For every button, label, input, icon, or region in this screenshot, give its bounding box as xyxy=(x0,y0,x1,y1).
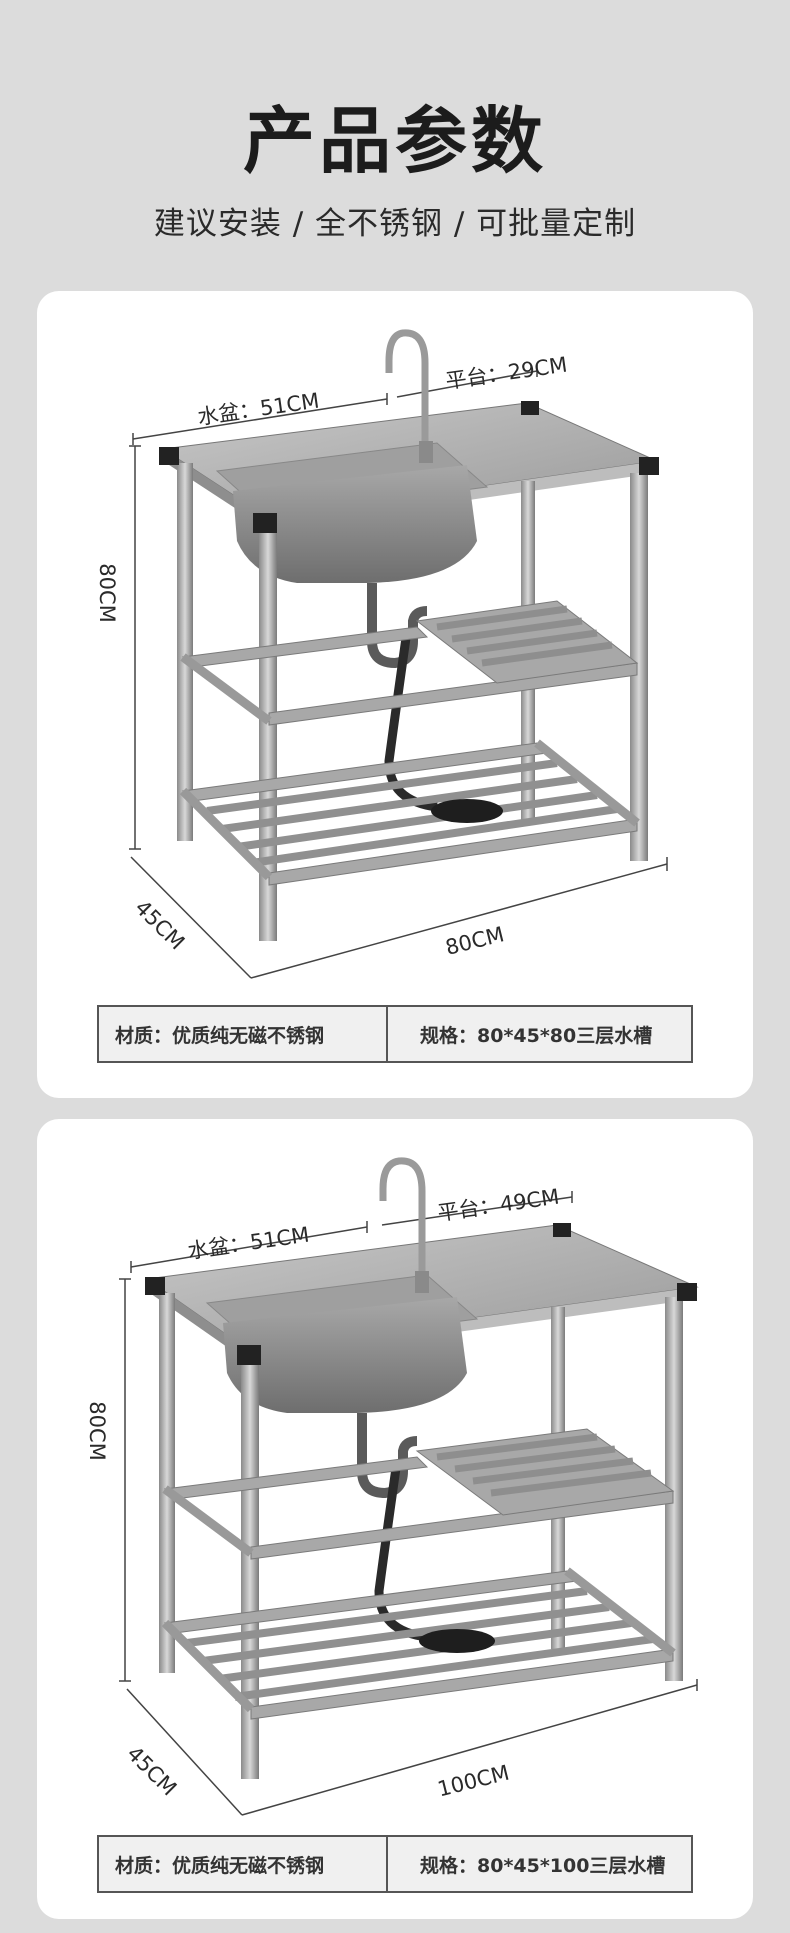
spec-table: 材质：优质纯无磁不锈钢 规格：80*45*100三层水槽 xyxy=(97,1835,693,1893)
height-label: 80CM xyxy=(84,1401,109,1461)
product-card-2: 水盆：51CM 平台：49CM 80CM 45CM 100CM 材质：优质纯无磁… xyxy=(37,1119,753,1919)
sink-illustration xyxy=(129,329,668,979)
material-cell: 材质：优质纯无磁不锈钢 xyxy=(115,1854,325,1877)
height-label: 80CM xyxy=(94,563,119,623)
material-cell: 材质：优质纯无磁不锈钢 xyxy=(115,1024,325,1047)
page-title: 产品参数 xyxy=(242,99,547,183)
spec-cell: 规格：80*45*80三层水槽 xyxy=(386,1007,691,1061)
sink-illustration xyxy=(119,1157,699,1816)
page-subtitle: 建议安装 / 全不锈钢 / 可批量定制 xyxy=(153,206,637,242)
spec-cell: 规格：80*45*100三层水槽 xyxy=(386,1837,691,1891)
spec-table: 材质：优质纯无磁不锈钢 规格：80*45*80三层水槽 xyxy=(97,1005,693,1063)
product-card-1: 水盆：51CM 平台：29CM 80CM 45CM 80CM 材质：优质纯无磁不… xyxy=(37,291,753,1098)
